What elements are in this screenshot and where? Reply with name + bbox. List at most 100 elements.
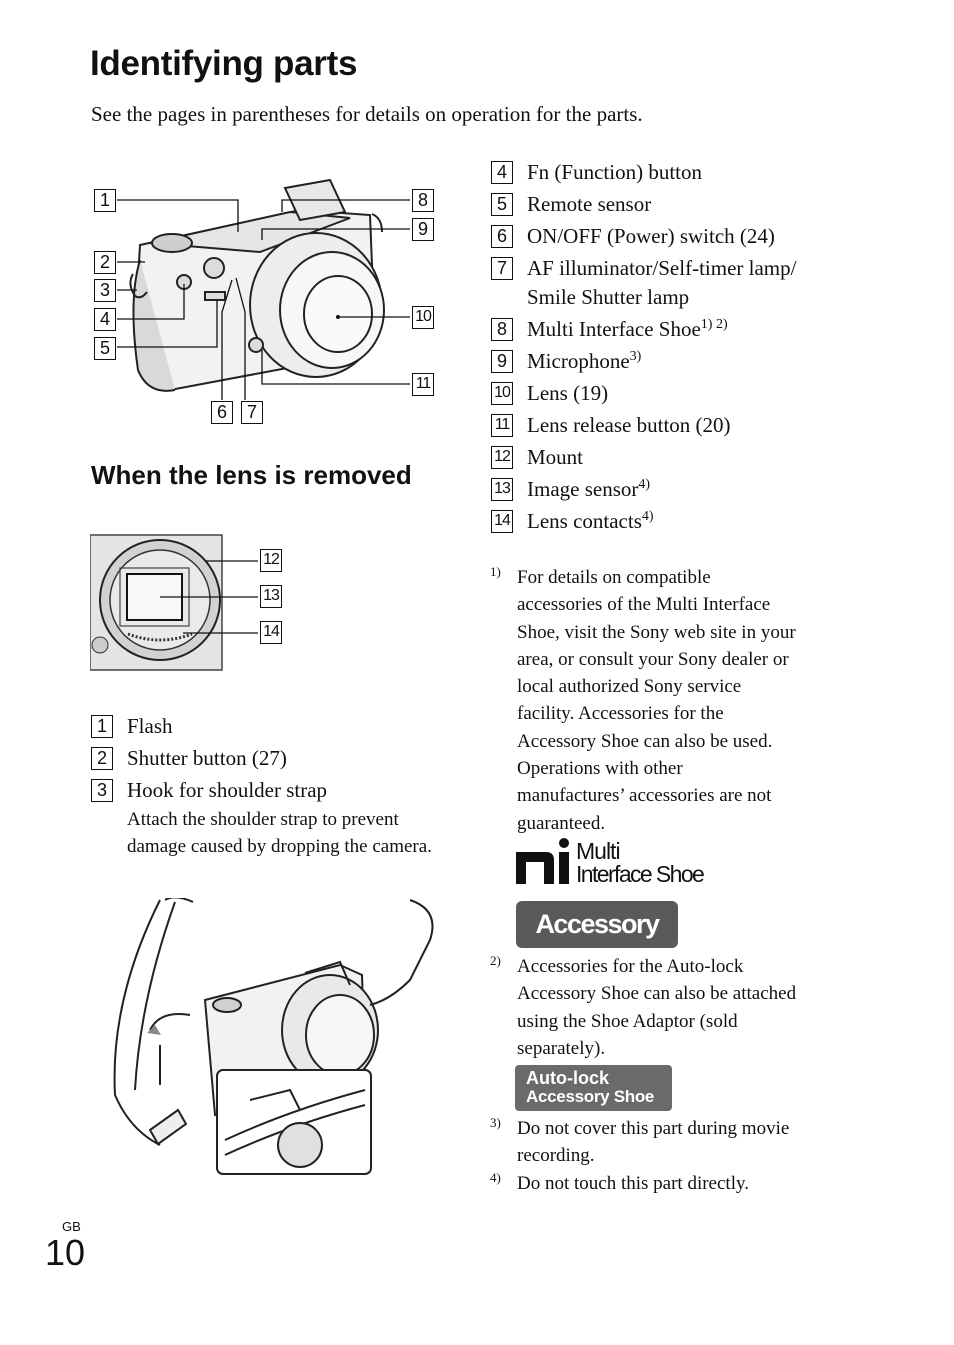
callout-5: 5 xyxy=(94,337,116,360)
part-label-text: Microphone xyxy=(527,349,630,373)
strap-note: Attach the shoulder strap to prevent dam… xyxy=(127,809,432,857)
ni-mark-icon xyxy=(516,838,569,884)
footnote-line: Accessory Shoe can also be used. xyxy=(517,730,773,752)
footnote-1: 1) For details on compatible accessories… xyxy=(490,564,850,839)
logo-text-multi: Multi xyxy=(576,838,621,864)
callout-1: 1 xyxy=(94,189,116,212)
callout-6: 6 xyxy=(211,401,233,424)
part-number: 10 xyxy=(491,382,513,405)
mount-illustration xyxy=(90,534,258,671)
footnote-mark: 3) xyxy=(490,1115,501,1130)
part-label: ON/OFF (Power) switch (24) xyxy=(527,224,775,248)
footnote-2: 2) Accessories for the Auto-lock Accesso… xyxy=(490,953,850,1063)
callout-10: 10 xyxy=(412,306,434,329)
footnote-text: Accessories for the Auto-lock Accessory … xyxy=(517,953,796,1062)
part-label-text: Smile Shutter lamp xyxy=(527,285,690,309)
part-number: 12 xyxy=(491,446,513,469)
callout-9: 9 xyxy=(412,218,434,241)
page-title: Identifying parts xyxy=(90,44,358,83)
callout-14: 14 xyxy=(260,621,282,644)
part-number: 5 xyxy=(491,193,513,216)
part-number: 11 xyxy=(491,414,513,437)
footnote-mark: 4) xyxy=(490,1170,501,1185)
footnote-reference: 1) 2) xyxy=(700,317,728,332)
callout-8: 8 xyxy=(412,189,434,212)
footnote-line: Operations with other xyxy=(517,758,683,780)
footnote-line: manufactures’ accessories are not xyxy=(517,785,772,807)
footnote-mark: 2) xyxy=(490,953,501,968)
part-label-text: Lens (19) xyxy=(527,381,609,405)
footnote-reference: 4) xyxy=(638,477,651,492)
footnote-mark: 1) xyxy=(490,564,501,579)
footnote-line: Accessory Shoe can also be attached xyxy=(517,983,797,1005)
page-region-code: GB xyxy=(62,1219,81,1234)
footnote-text: Do not cover this part during movie reco… xyxy=(517,1115,789,1170)
footnote-line: guaranteed. xyxy=(517,812,606,834)
part-label: Microphone3) xyxy=(527,349,641,373)
part-label: Lens release button (20) xyxy=(527,413,731,437)
part-number: 1 xyxy=(91,715,113,738)
footnote-line: local authorized Sony service xyxy=(517,676,742,698)
footnote-text: For details on compatible accessories of… xyxy=(517,564,796,837)
part-label-text: Remote sensor xyxy=(527,192,652,216)
autolock-accessory-shoe-logo: Auto-lock Accessory Shoe xyxy=(515,1065,672,1111)
callout-11: 11 xyxy=(412,373,434,396)
callout-2: 2 xyxy=(94,251,116,274)
footnote-text: Do not touch this part directly. xyxy=(517,1170,749,1197)
part-number: 14 xyxy=(491,510,513,533)
part-label-text: Mount xyxy=(527,445,584,469)
footnote-line: facility. Accessories for the xyxy=(517,703,724,725)
part-number: 2 xyxy=(91,747,113,770)
part-label-text: AF illuminator/Self-timer lamp/ xyxy=(527,256,797,280)
footnote-reference: 4) xyxy=(641,509,654,524)
logo-text-accessory-shoe: Accessory Shoe xyxy=(526,1087,655,1106)
callout-3: 3 xyxy=(94,279,116,302)
footnote-line: For details on compatible xyxy=(517,567,711,588)
part-number: 3 xyxy=(91,779,113,802)
part-label: Flash xyxy=(127,714,173,738)
logo-text-autolock: Auto-lock xyxy=(526,1068,609,1088)
footnote-line: using the Shoe Adaptor (sold xyxy=(517,1010,738,1032)
callout-12: 12 xyxy=(260,549,282,572)
page-number: 10 xyxy=(45,1232,86,1273)
intro-text: See the pages in parentheses for details… xyxy=(91,102,643,126)
part-label: Remote sensor xyxy=(527,192,651,216)
part-number: 7 xyxy=(491,257,513,280)
part-label-text: Fn (Function) button xyxy=(527,160,703,184)
callout-7: 7 xyxy=(241,401,263,424)
footnote-4: 4) Do not touch this part directly. xyxy=(490,1170,850,1200)
part-label: Fn (Function) button xyxy=(527,160,702,184)
part-label: Smile Shutter lamp xyxy=(527,285,689,309)
part-label: Lens (19) xyxy=(527,381,608,405)
logo-text-interface-shoe: Interface Shoe xyxy=(576,861,705,887)
part-label: Multi Interface Shoe1) 2) xyxy=(527,317,728,341)
part-label: Hook for shoulder strap xyxy=(127,778,328,802)
callout-4: 4 xyxy=(94,308,116,331)
footnote-3: 3) Do not cover this part during movie r… xyxy=(490,1115,850,1171)
part-label-text: Multi Interface Shoe xyxy=(527,317,701,341)
part-number: 13 xyxy=(491,478,513,501)
part-label: Lens contacts4) xyxy=(527,509,654,533)
part-label-text: Lens release button (20) xyxy=(527,413,731,437)
part-label-text: Lens contacts xyxy=(527,509,642,533)
part-label: AF illuminator/Self-timer lamp/ xyxy=(527,256,796,280)
footnote-line: accessories of the Multi Interface xyxy=(517,594,771,616)
accessory-shoe-logo: Accessory Shoe xyxy=(516,901,678,986)
footnote-line: area, or consult your Sony dealer or xyxy=(517,648,789,670)
part-label: Shutter button (27) xyxy=(127,746,287,770)
part-number: 9 xyxy=(491,350,513,373)
footnote-line: separately). xyxy=(517,1037,606,1059)
footnote-line: Do not cover this part during movie xyxy=(517,1118,790,1139)
footnote-line: Accessories for the Auto-lock xyxy=(517,956,744,977)
part-number: 6 xyxy=(491,225,513,248)
multi-interface-shoe-logo: Multi Interface Shoe xyxy=(516,838,721,888)
footnote-line: Do not touch this part directly. xyxy=(517,1173,749,1194)
part-number: 4 xyxy=(491,161,513,184)
callout-13: 13 xyxy=(260,585,282,608)
camera-body-illustration xyxy=(117,178,410,400)
part-label-text: ON/OFF (Power) switch (24) xyxy=(527,224,775,248)
part-label: Image sensor4) xyxy=(527,477,650,501)
part-number: 8 xyxy=(491,318,513,341)
part-label: Mount xyxy=(527,445,583,469)
part-label-text: Image sensor xyxy=(527,477,639,501)
